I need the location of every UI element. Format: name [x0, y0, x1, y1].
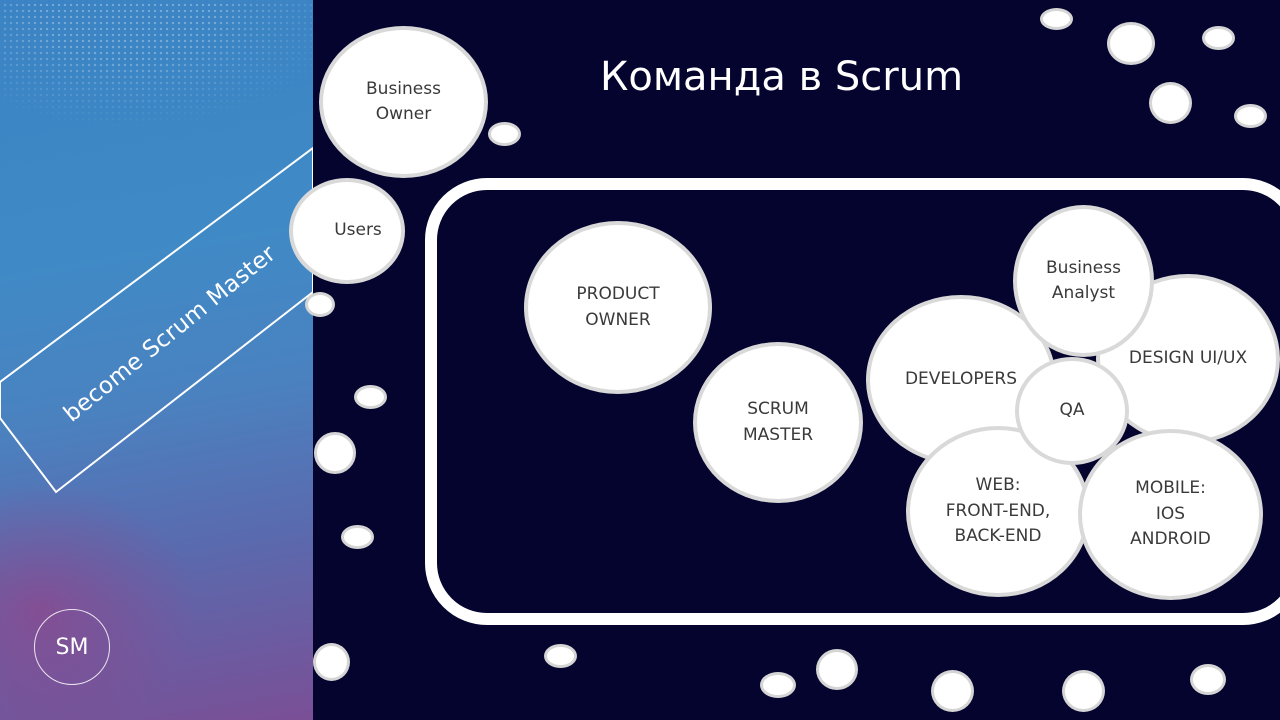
decor-dot: [1202, 26, 1235, 50]
decor-dot: [1040, 8, 1073, 30]
decor-dot: [931, 670, 974, 712]
users-label: Users: [334, 220, 382, 241]
scrum-team-frame: [425, 178, 1280, 625]
decor-dot: [313, 643, 350, 681]
scrum-master-bubble: SCRUM MASTER: [693, 342, 863, 503]
decor-dot: [1190, 664, 1226, 695]
developers-label: DEVELOPERS: [904, 369, 1018, 390]
product-owner-label: PRODUCT OWNER: [576, 284, 660, 330]
design-label: DESIGN UI/UX: [1128, 348, 1248, 369]
scrum-master-label: SCRUM MASTER: [742, 399, 814, 445]
page-title: Команда в Scrum: [600, 54, 964, 100]
decor-dot: [1234, 104, 1267, 128]
qa-bubble: QA: [1015, 357, 1129, 465]
sm-logo-text: SM: [55, 634, 89, 660]
decor-dot: [760, 672, 796, 698]
qa-label: QA: [1059, 400, 1085, 421]
decor-dot: [816, 649, 858, 690]
decor-dot: [341, 525, 374, 549]
product-owner-bubble: PRODUCT OWNER: [524, 221, 712, 394]
dot-wave-pattern: [0, 0, 313, 220]
users-bubble: Users: [289, 178, 405, 284]
decor-dot: [488, 122, 521, 146]
decor-dot: [544, 644, 577, 668]
business-analyst-label: Business Analyst: [1046, 257, 1121, 304]
business-analyst-bubble: Business Analyst: [1013, 205, 1154, 357]
decor-dot: [1062, 670, 1105, 712]
business-owner-bubble: Business Owner: [319, 26, 488, 178]
decor-dot: [1107, 22, 1155, 65]
decor-dot: [354, 385, 387, 409]
web-label: WEB: FRONT-END, BACK-END: [945, 475, 1051, 547]
business-owner-label: Business Owner: [366, 78, 441, 125]
decor-dot: [1149, 82, 1192, 124]
decor-dot: [305, 292, 335, 317]
decor-dot: [314, 432, 356, 474]
mobile-bubble: MOBILE: IOS ANDROID: [1078, 429, 1263, 600]
mobile-label: MOBILE: IOS ANDROID: [1130, 478, 1211, 550]
purple-glow: [0, 480, 200, 720]
sm-logo-badge: SM: [34, 609, 110, 685]
